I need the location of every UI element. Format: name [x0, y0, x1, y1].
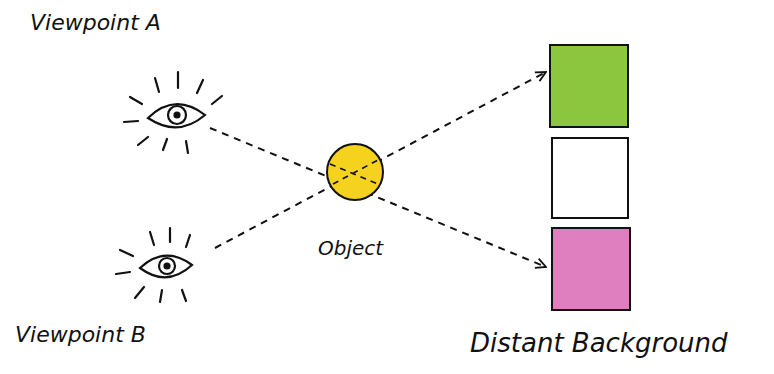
- eye-b: [116, 228, 192, 302]
- green-square: [550, 45, 628, 127]
- object-circle: [327, 144, 383, 200]
- object-label: Object: [318, 236, 383, 260]
- viewpoint-label: Viewpoint B: [15, 322, 146, 348]
- background-label: Distant Background: [470, 328, 728, 359]
- eye-a: [124, 72, 222, 153]
- sight-line-b: [215, 72, 546, 248]
- white-square: [552, 138, 628, 218]
- pink-square: [552, 228, 630, 310]
- sight-line-b-inside: [333, 160, 378, 184]
- viewpoint-label: Viewpoint A: [30, 10, 161, 36]
- sight-line-a: [210, 128, 546, 267]
